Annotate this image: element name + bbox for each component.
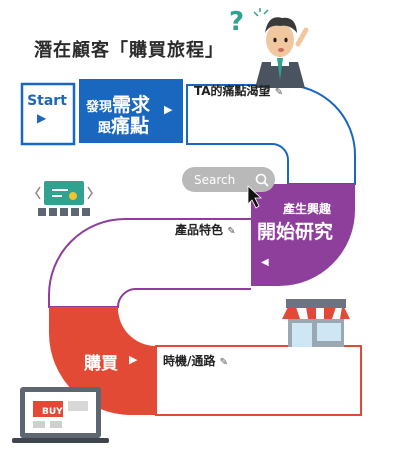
start-label: Start [27,93,67,109]
painpoint-label: TA的痛點渴望 ✎ [194,82,283,99]
buy-arrow-icon: ▶ [129,353,138,366]
thinking-person-icon [253,8,309,88]
pencil-icon: ✎ [274,87,284,98]
timing-text: 時機/通路 [163,354,216,368]
presentation-icon [35,181,93,216]
discover-big2: 痛點 [111,115,150,137]
timing-label: 時機/通路 ✎ [163,352,228,369]
search-icon [255,173,267,185]
cursor-icon [247,185,263,209]
discover-pre: 發現 [86,100,113,115]
discover-box [79,79,183,143]
features-label: 產品特色 ✎ [175,221,236,238]
search-icon-handle [263,181,269,187]
research-arrow-icon: ◀ [261,257,269,268]
start-arrow-icon: ▶ [37,111,47,125]
research-big-label: 開始研究 [257,221,334,243]
purple-path-segment [251,184,355,286]
search-label: Search [194,173,236,187]
start-box [20,82,76,146]
features-text: 產品特色 [175,223,224,237]
page-title: 潛在顧客「購買旅程」 [34,40,224,61]
discover-mid: 跟 [98,121,112,136]
discover-big1: 需求 [112,94,151,116]
discover-label-line2: 跟痛點 [98,111,149,138]
blue-path-outer [186,84,356,185]
research-small-label: 產生興趣 [283,202,332,216]
purple-path-outline [48,218,251,308]
timing-box [155,345,362,416]
buy-label: 購買 [84,354,118,374]
painpoint-text: TA的痛點渴望 [194,84,271,98]
question-mark-icon: ? [229,7,245,37]
search-pill [182,167,275,192]
store-icon [282,299,350,347]
discover-arrow-icon: ▶ [164,103,173,116]
pencil-icon: ✎ [219,357,228,368]
buy-badge-text: BUY [42,407,63,417]
discover-label-line1: 發現需求 [86,90,150,117]
pencil-icon: ✎ [227,226,236,237]
laptop-icon [12,387,109,443]
